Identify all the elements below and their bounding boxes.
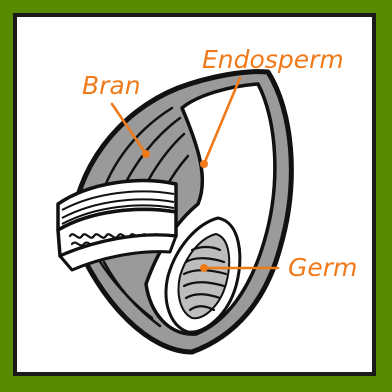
germ-dot (200, 264, 208, 272)
endosperm-label: Endosperm (202, 45, 344, 74)
bran-dot (142, 150, 150, 158)
endosperm-dot (200, 160, 208, 168)
germ-label: Germ (288, 253, 357, 282)
bran-label: Bran (82, 71, 141, 100)
